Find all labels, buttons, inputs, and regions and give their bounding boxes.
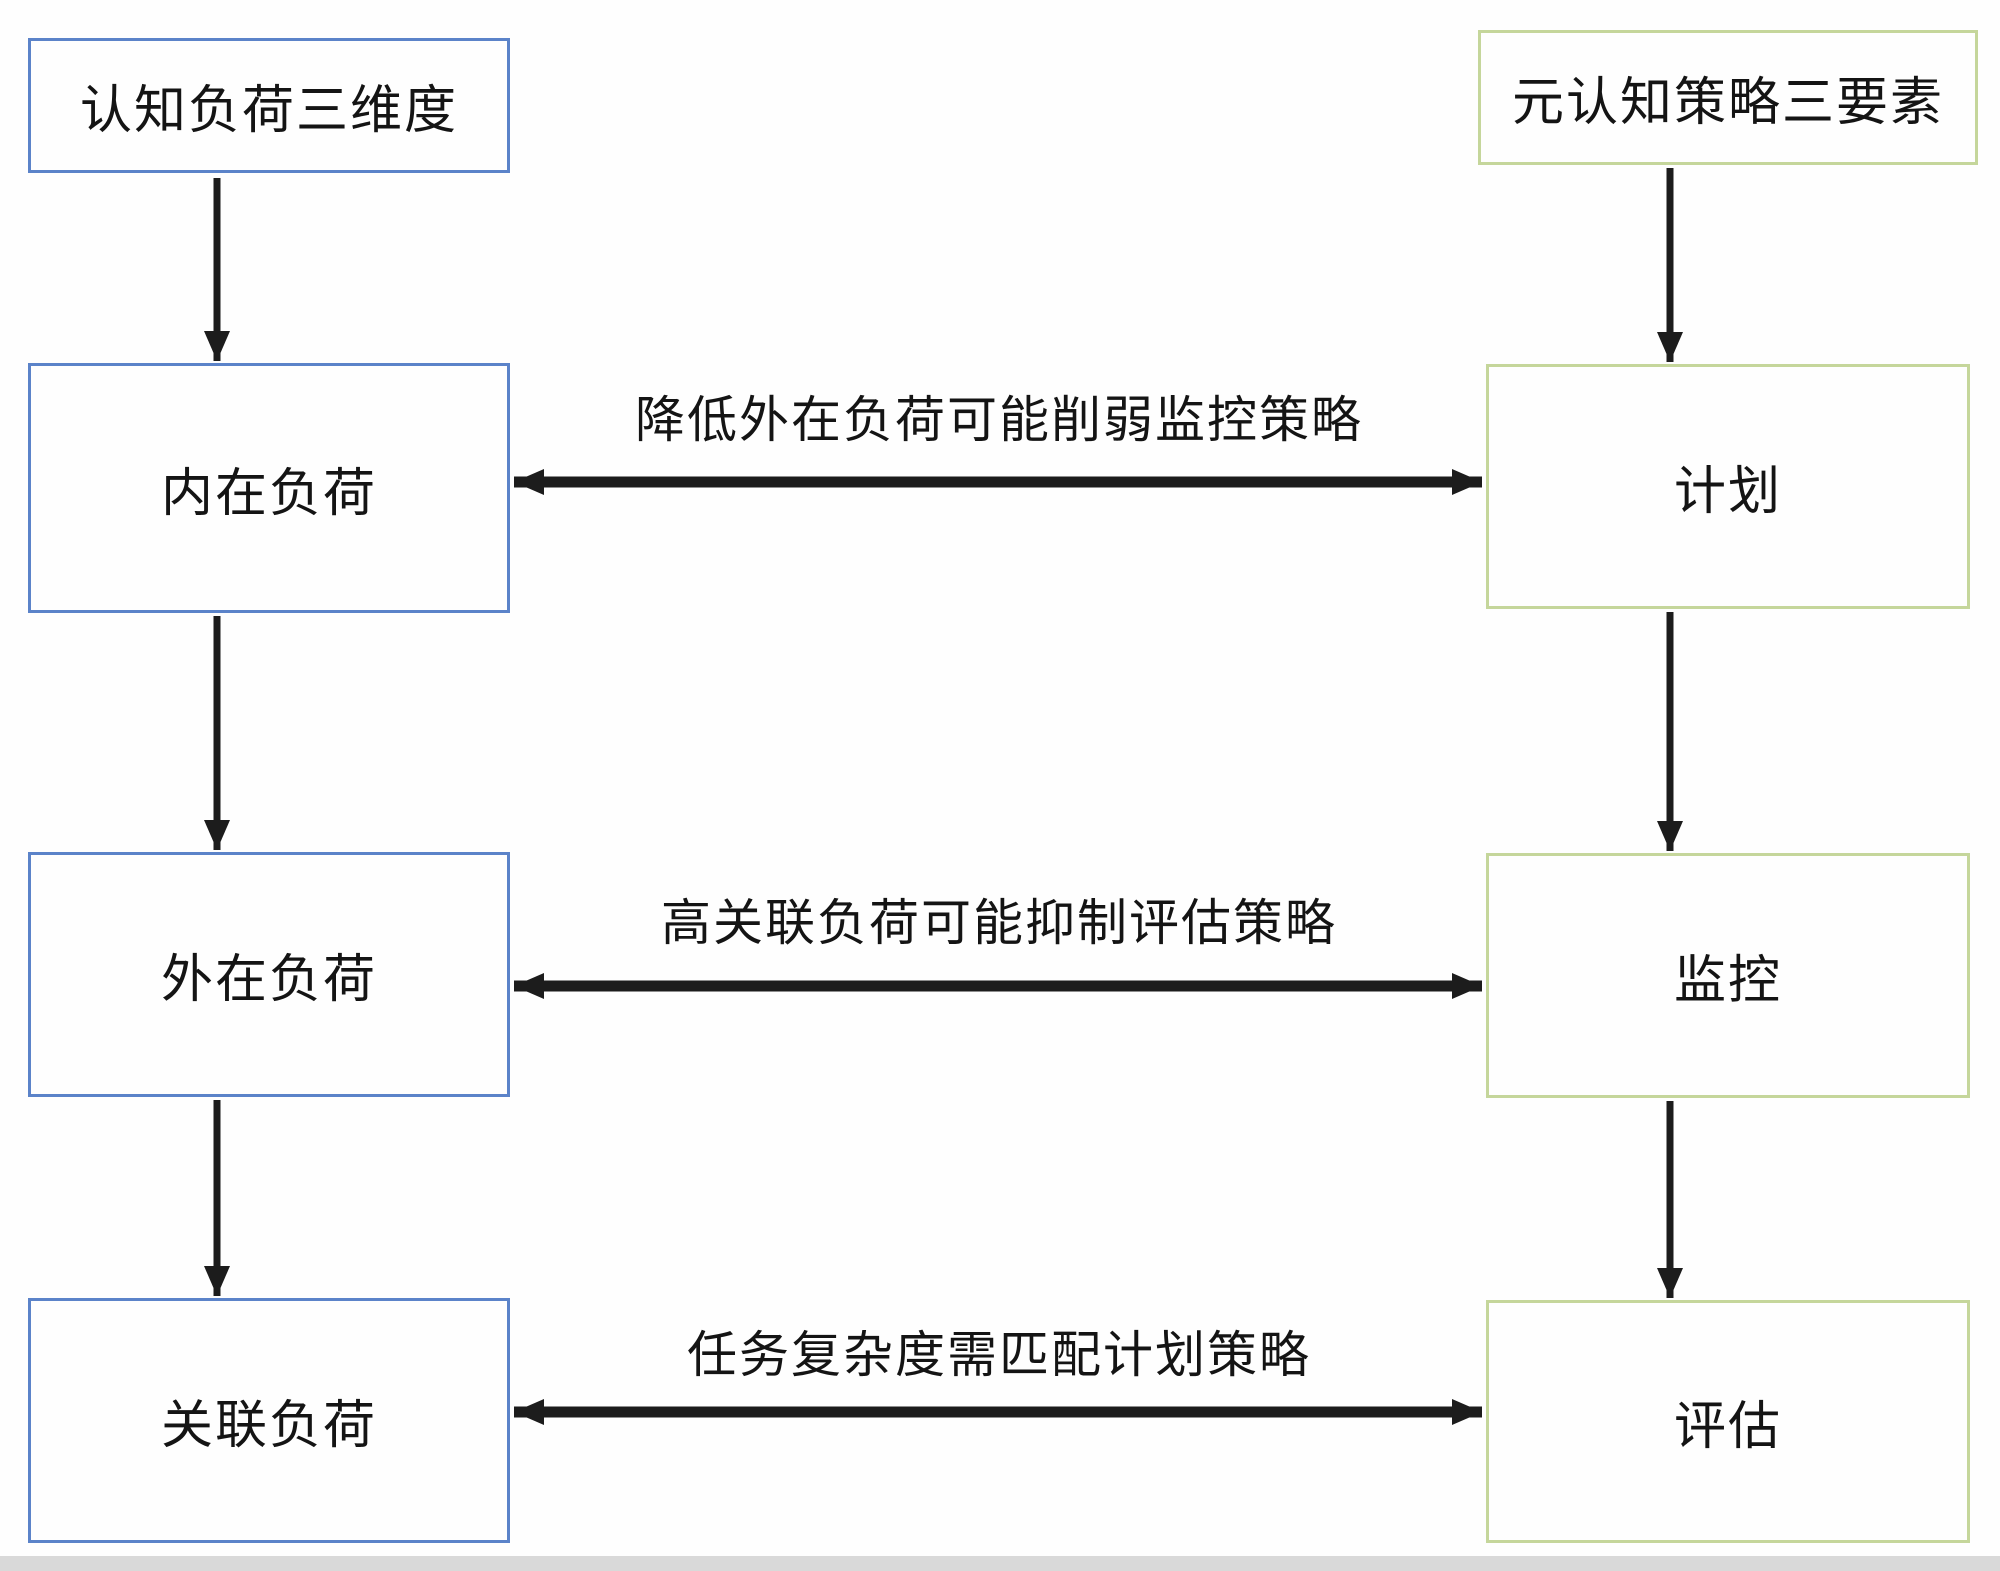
metacognitive-strategy-header-label: 元认知策略三要素 — [1511, 75, 1944, 132]
germane-load-box: 关联负荷 — [28, 1298, 510, 1543]
extraneous-load-label: 外在负荷 — [160, 952, 377, 1009]
germane-load-label: 关联负荷 — [160, 1398, 377, 1455]
planning-label: 计划 — [1673, 464, 1782, 521]
monitoring-box: 监控 — [1486, 853, 1970, 1098]
relation-label-germane-evaluation: 任务复杂度需匹配计划策略 — [687, 1327, 1311, 1383]
relation-label-extraneous-monitoring: 高关联负荷可能抑制评估策略 — [661, 895, 1337, 951]
monitoring-label: 监控 — [1673, 953, 1782, 1010]
bottom-gray-strip — [0, 1556, 2000, 1571]
relation-label-intrinsic-planning: 降低外在负荷可能削弱监控策略 — [635, 392, 1363, 448]
extraneous-load-box: 外在负荷 — [28, 852, 510, 1097]
cognitive-load-header-box: 认知负荷三维度 — [28, 38, 510, 173]
metacognitive-strategy-header-box: 元认知策略三要素 — [1478, 30, 1978, 165]
cognitive-load-header-label: 认知负荷三维度 — [79, 83, 458, 140]
planning-box: 计划 — [1486, 364, 1970, 609]
evaluation-label: 评估 — [1673, 1399, 1782, 1456]
intrinsic-load-label: 内在负荷 — [160, 465, 377, 523]
evaluation-box: 评估 — [1486, 1300, 1970, 1543]
intrinsic-load-box: 内在负荷 — [28, 363, 510, 613]
